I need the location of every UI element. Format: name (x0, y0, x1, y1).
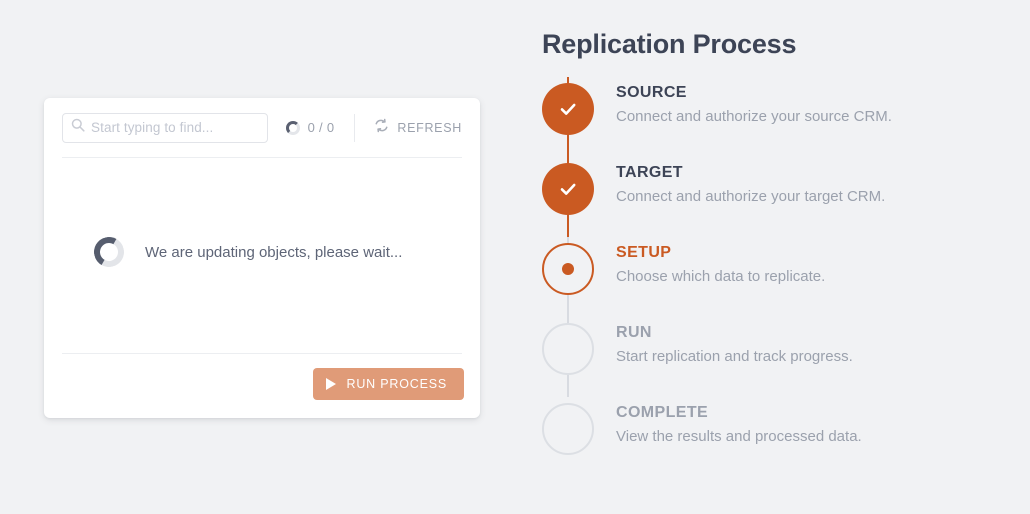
timeline-step-source[interactable]: SOURCE Connect and authorize your source… (542, 76, 1002, 157)
step-body: RUN Start replication and track progress… (616, 322, 853, 368)
refresh-label: REFRESH (397, 120, 462, 135)
step-body: SOURCE Connect and authorize your source… (616, 82, 892, 128)
loading-status: We are updating objects, please wait... (90, 233, 403, 271)
step-node-todo (542, 402, 594, 455)
step-node-todo (542, 322, 594, 375)
refresh-button[interactable]: REFRESH (374, 118, 462, 138)
current-step-dot-icon (562, 262, 574, 275)
step-description: Choose which data to replicate. (616, 268, 826, 286)
step-name: SOURCE (616, 83, 687, 101)
step-node-current (542, 242, 594, 295)
step-name: COMPLETE (616, 403, 709, 421)
step-name: TARGET (616, 163, 683, 181)
timeline-step-setup[interactable]: SETUP Choose which data to replicate. (542, 236, 1002, 317)
step-name: SETUP (616, 243, 672, 261)
step-body: SETUP Choose which data to replicate. (616, 242, 825, 288)
check-icon (560, 103, 576, 115)
run-process-label: RUN PROCESS (346, 377, 447, 391)
object-counter: 0 / 0 (285, 120, 335, 135)
timeline-step-target[interactable]: TARGET Connect and authorize your target… (542, 156, 1002, 237)
step-body: TARGET Connect and authorize your target… (616, 162, 885, 208)
step-name: RUN (616, 323, 652, 341)
replication-process-panel: Replication Process SOURCE Connect and a… (542, 29, 1002, 459)
search-input-placeholder: Start typing to find... (91, 120, 214, 135)
play-icon (325, 378, 336, 390)
check-icon (560, 183, 576, 195)
step-description: View the results and processed data. (616, 428, 862, 446)
refresh-icon (374, 118, 389, 138)
loading-status-text: We are updating objects, please wait... (145, 243, 403, 261)
toolbar-divider-line (62, 157, 462, 158)
step-body: COMPLETE View the results and processed … (616, 402, 862, 448)
step-description: Connect and authorize your target CRM. (616, 188, 886, 206)
page-title: Replication Process (542, 29, 797, 59)
toolbar-divider (354, 113, 356, 142)
timeline-step-complete[interactable]: COMPLETE View the results and processed … (542, 397, 1002, 459)
object-count-label: 0 / 0 (307, 120, 335, 135)
step-node-done (542, 162, 594, 215)
timeline-step-run[interactable]: RUN Start replication and track progress… (542, 316, 1002, 397)
search-input[interactable]: Start typing to find... (62, 112, 268, 143)
step-description: Start replication and track progress. (616, 348, 853, 366)
loading-spinner-icon (90, 233, 128, 271)
run-process-button[interactable]: RUN PROCESS (312, 368, 464, 400)
footer-divider-line (62, 353, 462, 354)
objects-panel-card: Start typing to find... 0 / 0 REFRESH We… (44, 98, 480, 418)
loading-spinner-icon (285, 120, 300, 135)
process-timeline: SOURCE Connect and authorize your source… (542, 76, 1002, 459)
step-node-done (542, 82, 594, 135)
step-description: Connect and authorize your source CRM. (616, 108, 892, 126)
card-toolbar: Start typing to find... 0 / 0 REFRESH (44, 98, 480, 157)
search-icon (71, 118, 85, 137)
